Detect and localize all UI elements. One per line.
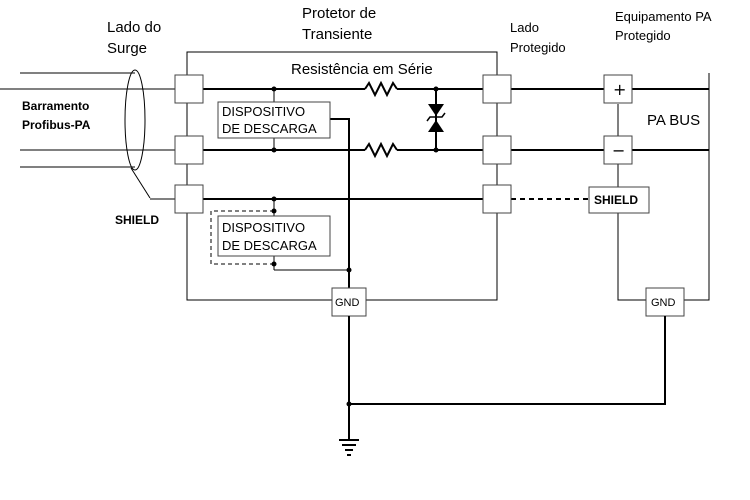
terminal-surge-positive (174, 74, 204, 104)
terminal-equipment-negative (603, 135, 633, 165)
equipment-label-line1: Equipamento PA (615, 9, 712, 24)
discharge-device-2 (217, 215, 331, 257)
pa-bus-label: PA BUS (647, 112, 700, 129)
equipment-enclosure (684, 73, 710, 301)
earth-ground-icon (339, 439, 359, 456)
shield-equipment-label: SHIELD (594, 193, 638, 207)
terminal-protected-negative (482, 135, 512, 165)
minus-label: − (612, 141, 625, 160)
terminal-surge-negative (174, 135, 204, 165)
discharge-device-2-line2: DE DESCARGA (222, 238, 317, 253)
shield-drain-wire (130, 167, 151, 199)
equipment-label-line2: Protegido (615, 28, 671, 43)
gnd-protector-label: GND (335, 297, 360, 309)
discharge-device-1 (217, 101, 331, 139)
terminal-protected-positive (482, 74, 512, 104)
protector-label-line2: Transiente (302, 26, 372, 43)
plus-label: + (613, 80, 626, 99)
discharge-device-2-line1: DISPOSITIVO (222, 220, 305, 235)
series-resistance-label: Resistência em Série (291, 61, 433, 78)
discharge-device-2-wiring (210, 196, 349, 271)
terminal-surge-shield (174, 184, 204, 214)
discharge-device-1-line1: DISPOSITIVO (222, 104, 305, 119)
terminal-equipment-positive (603, 74, 633, 104)
shield-label-left: SHIELD (115, 213, 159, 227)
wire-negative (20, 141, 709, 159)
bus-label-line1: Barramento (22, 99, 89, 113)
surge-side-label-line2: Surge (107, 40, 147, 57)
protector-label-line1: Protetor de (302, 5, 376, 22)
equipment-enclosure-left (617, 104, 646, 301)
discharge-device-1-line2: DE DESCARGA (222, 121, 317, 136)
protected-side-label-line2: Protegido (510, 40, 566, 55)
terminal-protected-shield (482, 184, 512, 214)
protected-side-label-line1: Lado (510, 20, 539, 35)
ground-wiring (346, 316, 666, 440)
shield-equipment-box (588, 186, 650, 214)
discharge-device-1-wiring (271, 86, 352, 288)
gnd-equipment-label: GND (651, 297, 676, 309)
wire-positive (0, 80, 709, 98)
bus-label-line2: Profibus-PA (22, 118, 91, 132)
tvs-diode (426, 86, 446, 153)
pa-bus-label-bg (644, 105, 704, 133)
surge-side-label-line1: Lado do (107, 19, 161, 36)
profibus-cable (20, 69, 146, 171)
